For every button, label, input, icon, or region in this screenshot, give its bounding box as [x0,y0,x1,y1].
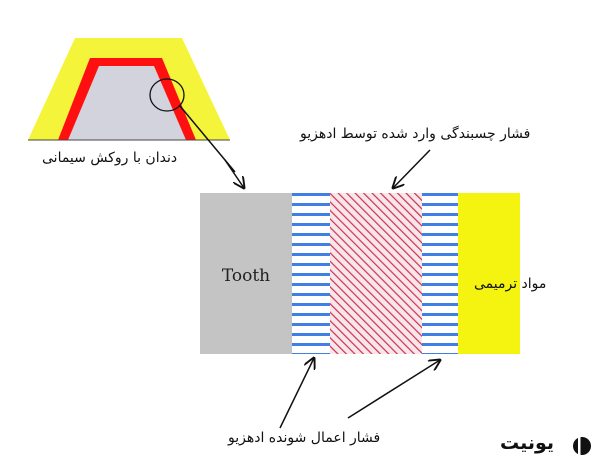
restorative-material-block [458,193,520,354]
tooth-label: Tooth [221,266,271,286]
arrow-to-left-adhesive [279,358,314,429]
detail-circle [149,78,185,112]
logo-icon [573,437,591,455]
tooth-crown-label: دندان با روکش سیمانی [42,150,178,166]
brand-logo-text: یونیت [500,432,555,454]
arrow-to-adhesion-zone [393,149,431,188]
layer-diagram [200,193,520,354]
adhesion-pressure-label: فشار چسبندگی وارد شده توسط ادهزیو [300,126,531,142]
tooth-block [200,193,292,354]
adhesive-layer-left [292,193,330,354]
arrow-to-right-adhesive [347,360,440,419]
crowned-tooth-illustration [28,38,230,141]
arrow-to-tooth [224,159,244,188]
arrows [179,105,440,429]
restorative-material-label: مواد ترمیمی [474,276,547,292]
applied-pressure-label: فشار اعمال شونده ادهزیو [228,430,381,446]
adhesion-force-zone [330,193,422,354]
tooth-core [68,66,186,140]
adhesive-layer-right [422,193,458,354]
